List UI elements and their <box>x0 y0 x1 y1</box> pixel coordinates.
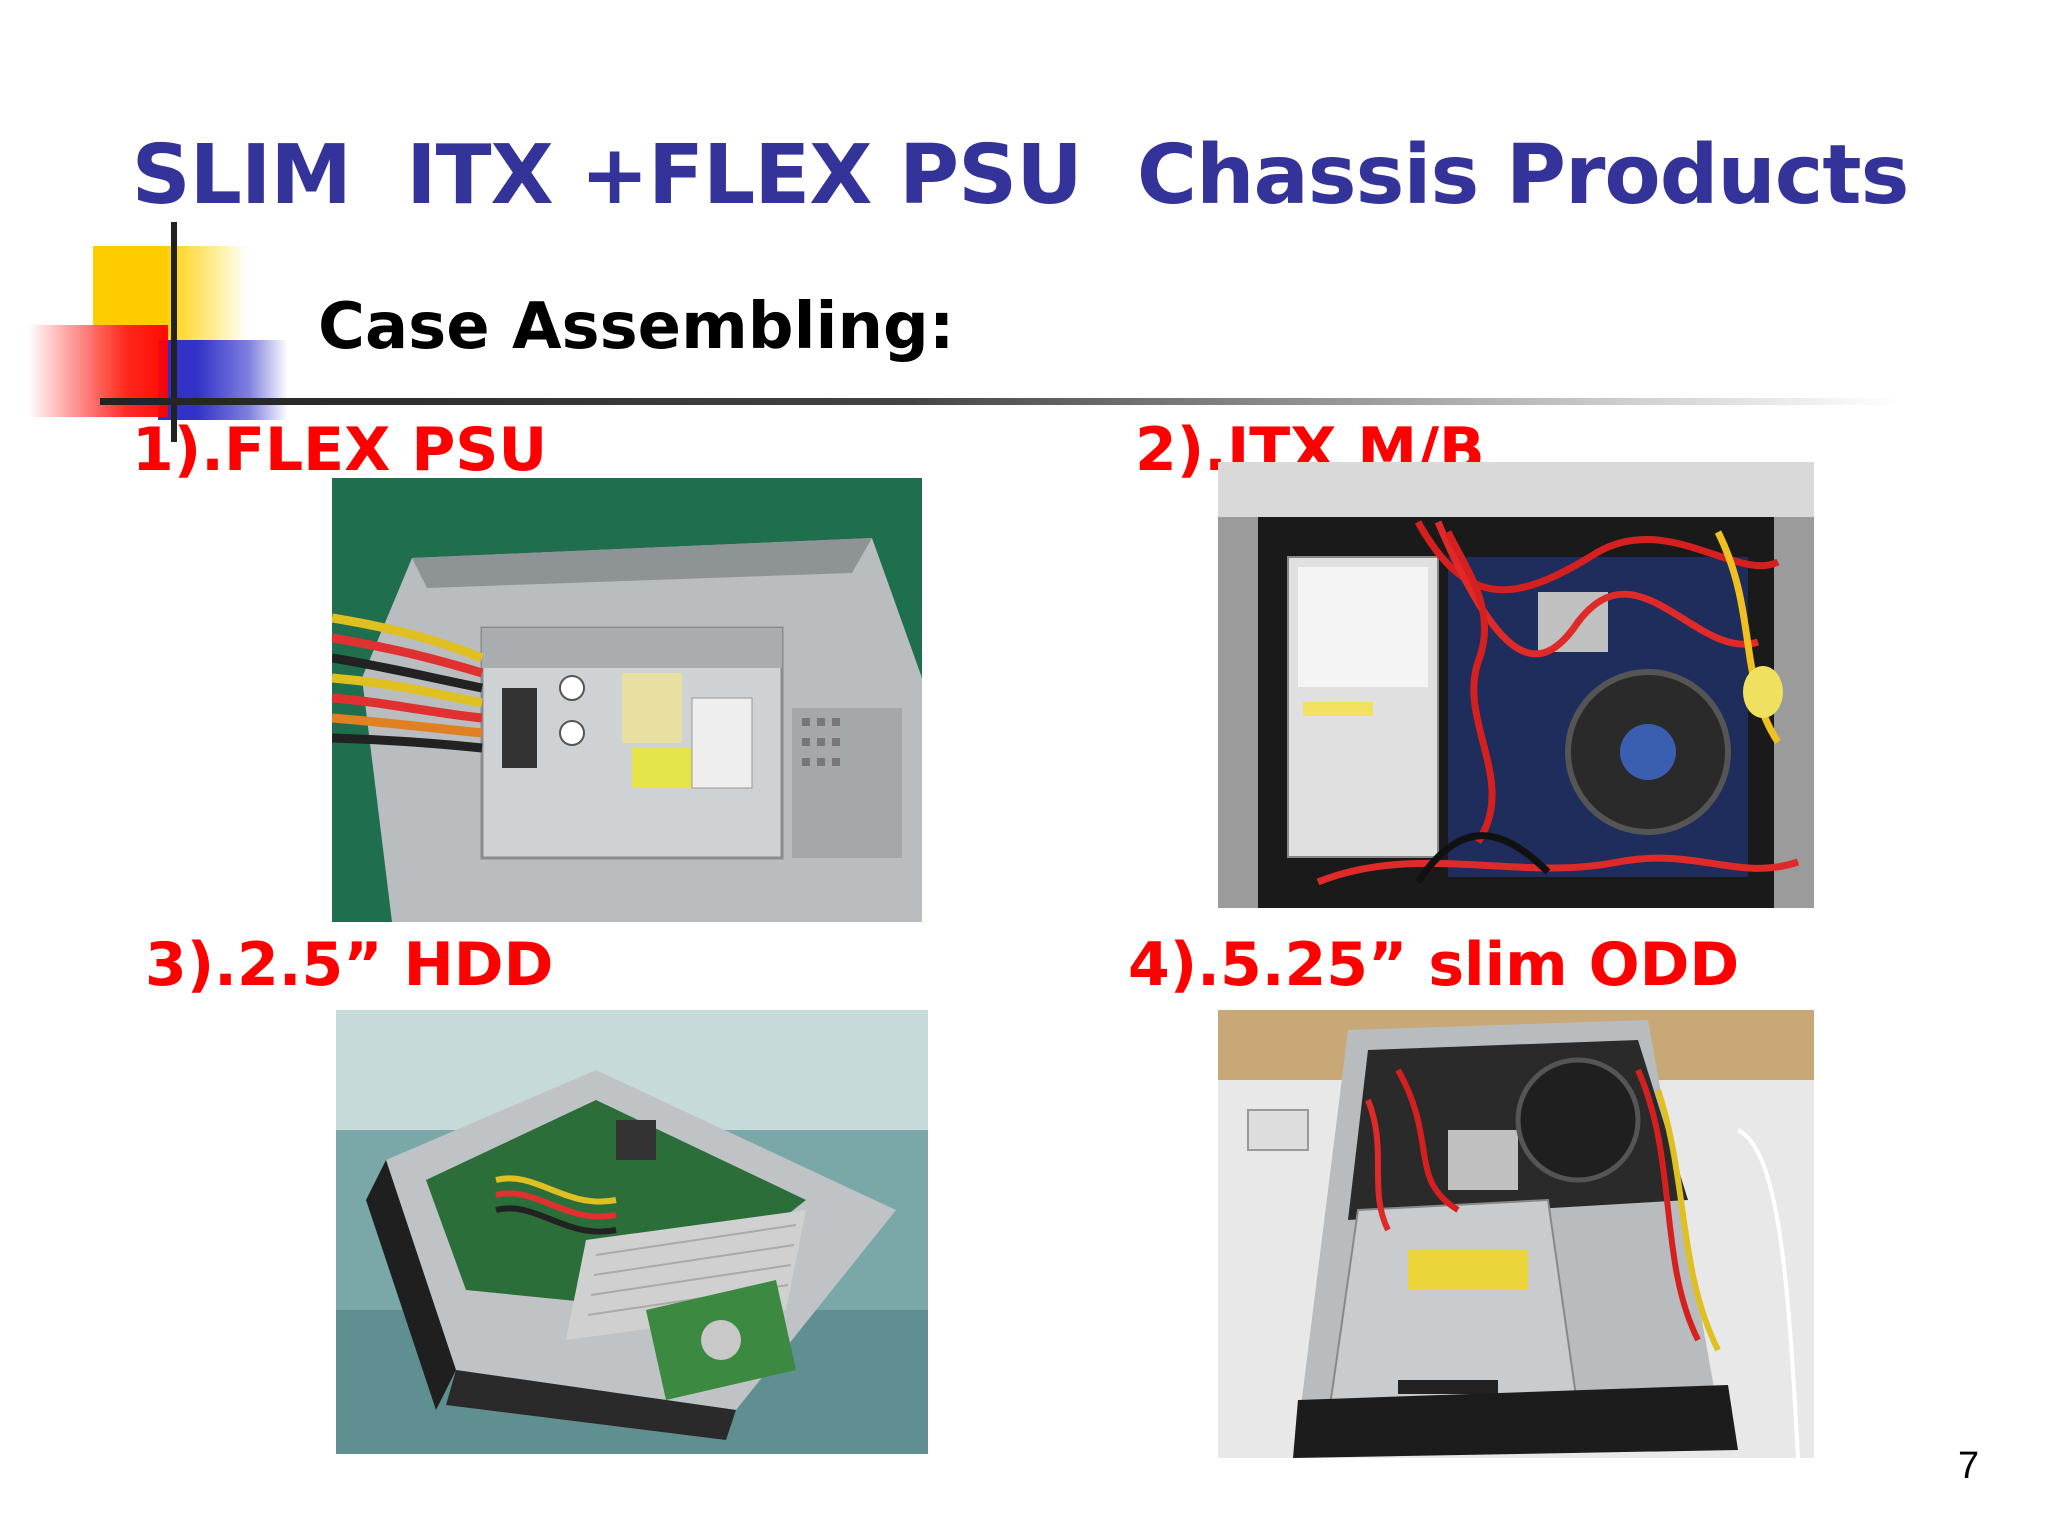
decor-blue-square <box>158 340 288 420</box>
slim-odd-photo <box>1218 1010 1814 1458</box>
page-number: 7 <box>1958 1445 1980 1487</box>
step-label-hdd: 3).2.5” HDD <box>145 930 554 1000</box>
step-label-flex-psu: 1).FLEX PSU <box>132 415 548 485</box>
itx-motherboard-photo <box>1218 462 1814 908</box>
flex-psu-photo <box>332 478 922 922</box>
decor-vertical-line <box>171 222 177 442</box>
slide-subtitle: Case Assembling: <box>318 290 955 364</box>
slide-title: SLIM ITX +FLEX PSU Chassis Products <box>131 128 1910 223</box>
step-label-slim-odd: 4).5.25” slim ODD <box>1128 930 1740 1000</box>
hdd-photo <box>336 1010 928 1454</box>
title-divider-line <box>100 398 1900 405</box>
